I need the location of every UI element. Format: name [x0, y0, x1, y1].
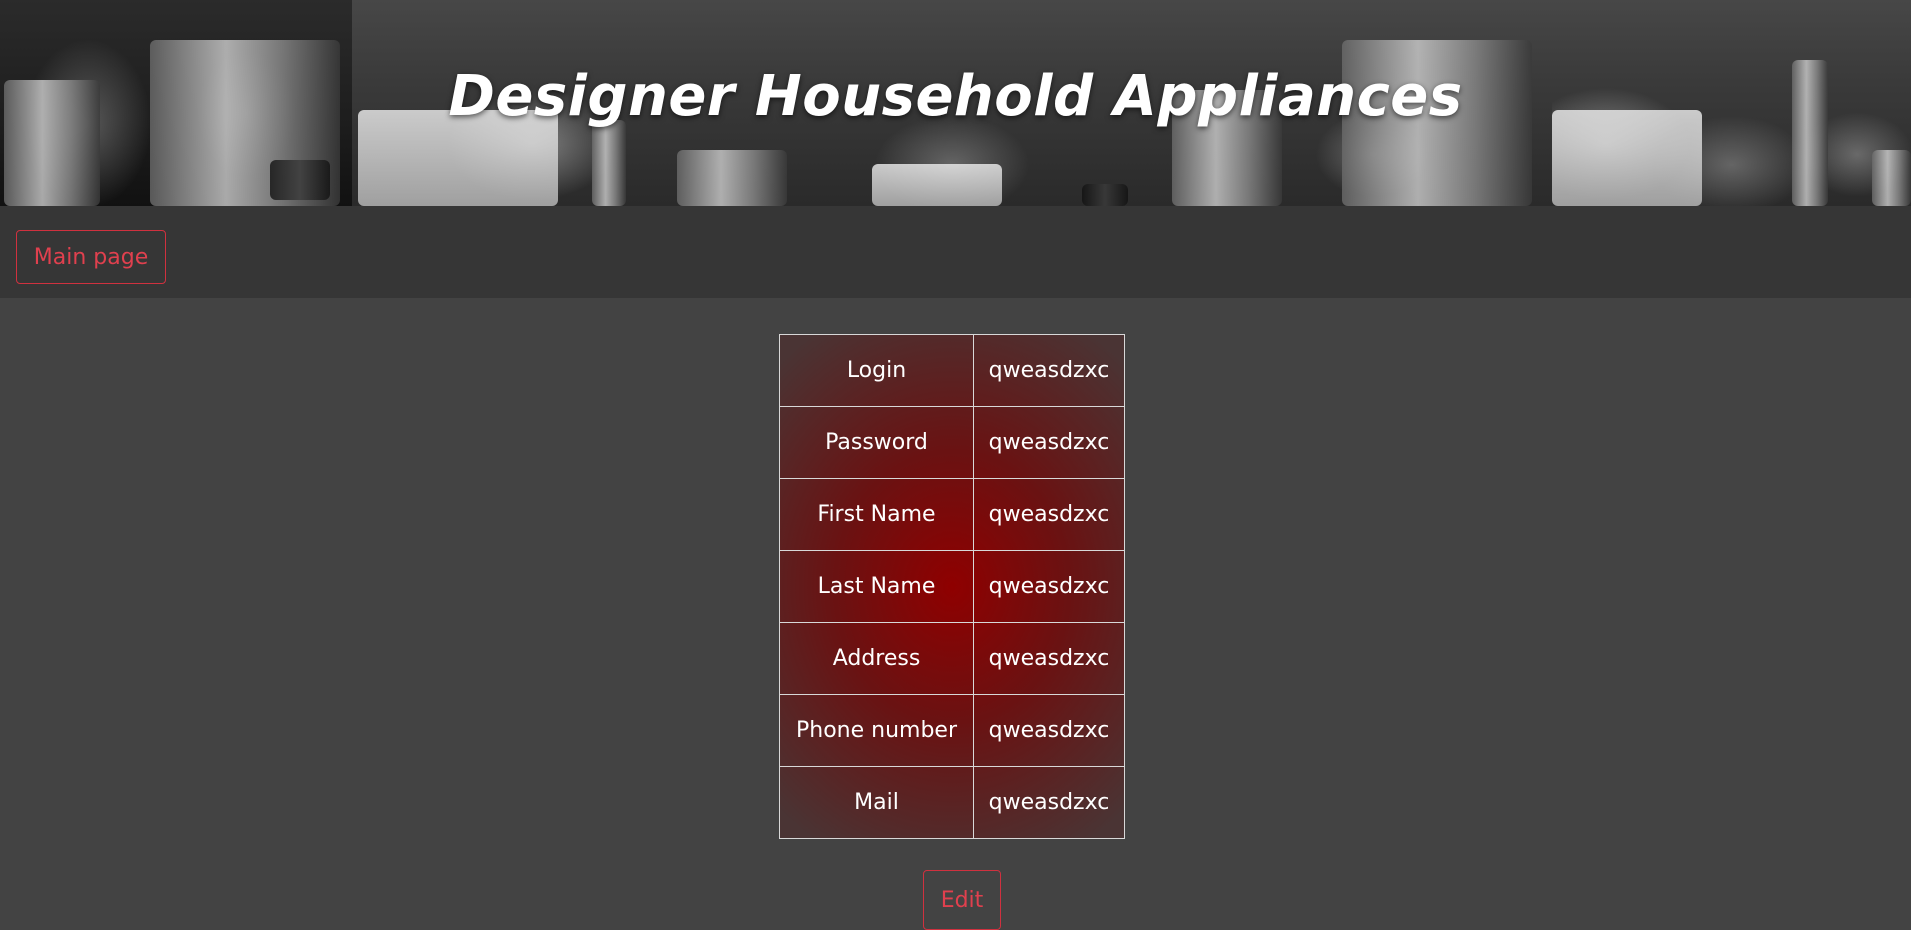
- banner-appliances-photo: [0, 0, 352, 206]
- field-label: Last Name: [779, 550, 974, 623]
- field-label: Mail: [779, 766, 974, 839]
- coffee-machine-shape: [1552, 110, 1702, 206]
- banner-appliances-photo: [352, 0, 1552, 206]
- table-row: Address qweasdzxc: [779, 622, 1125, 695]
- header-banner: Designer Household Appliances: [0, 0, 1911, 206]
- field-value: qweasdzxc: [973, 478, 1125, 551]
- toaster-shape: [872, 164, 1002, 206]
- iron-shape: [1082, 184, 1128, 206]
- blender-shape: [1172, 90, 1282, 206]
- bottle-shape: [592, 120, 626, 206]
- table-row: Login qweasdzxc: [779, 334, 1125, 407]
- field-value: qweasdzxc: [973, 334, 1125, 407]
- field-value: qweasdzxc: [973, 550, 1125, 623]
- page-title: Designer Household Appliances: [448, 64, 1463, 129]
- kettle-shape: [677, 150, 787, 206]
- bottle-shape: [1792, 60, 1828, 206]
- profile-table: Login qweasdzxc Password qweasdzxc First…: [779, 334, 1125, 839]
- main-page-button[interactable]: Main page: [16, 230, 166, 284]
- field-label: Password: [779, 406, 974, 479]
- banner-appliances-photo: [1552, 0, 1911, 206]
- field-value: qweasdzxc: [973, 622, 1125, 695]
- field-label: Login: [779, 334, 974, 407]
- grinder-panel-shape: [270, 160, 330, 200]
- edit-button[interactable]: Edit: [923, 870, 1001, 930]
- blender-shape: [4, 80, 100, 206]
- navbar: Main page: [0, 206, 1911, 298]
- field-value: qweasdzxc: [973, 766, 1125, 839]
- field-label: Address: [779, 622, 974, 695]
- field-value: qweasdzxc: [973, 694, 1125, 767]
- field-label: Phone number: [779, 694, 974, 767]
- coffee-machine-shape: [358, 110, 558, 206]
- table-row: Phone number qweasdzxc: [779, 694, 1125, 767]
- field-value: qweasdzxc: [973, 406, 1125, 479]
- table-row: Last Name qweasdzxc: [779, 550, 1125, 623]
- table-row: Mail qweasdzxc: [779, 766, 1125, 839]
- blender-shape: [1872, 150, 1911, 206]
- field-label: First Name: [779, 478, 974, 551]
- meat-grinder-shape: [1342, 40, 1532, 206]
- table-row: First Name qweasdzxc: [779, 478, 1125, 551]
- table-row: Password qweasdzxc: [779, 406, 1125, 479]
